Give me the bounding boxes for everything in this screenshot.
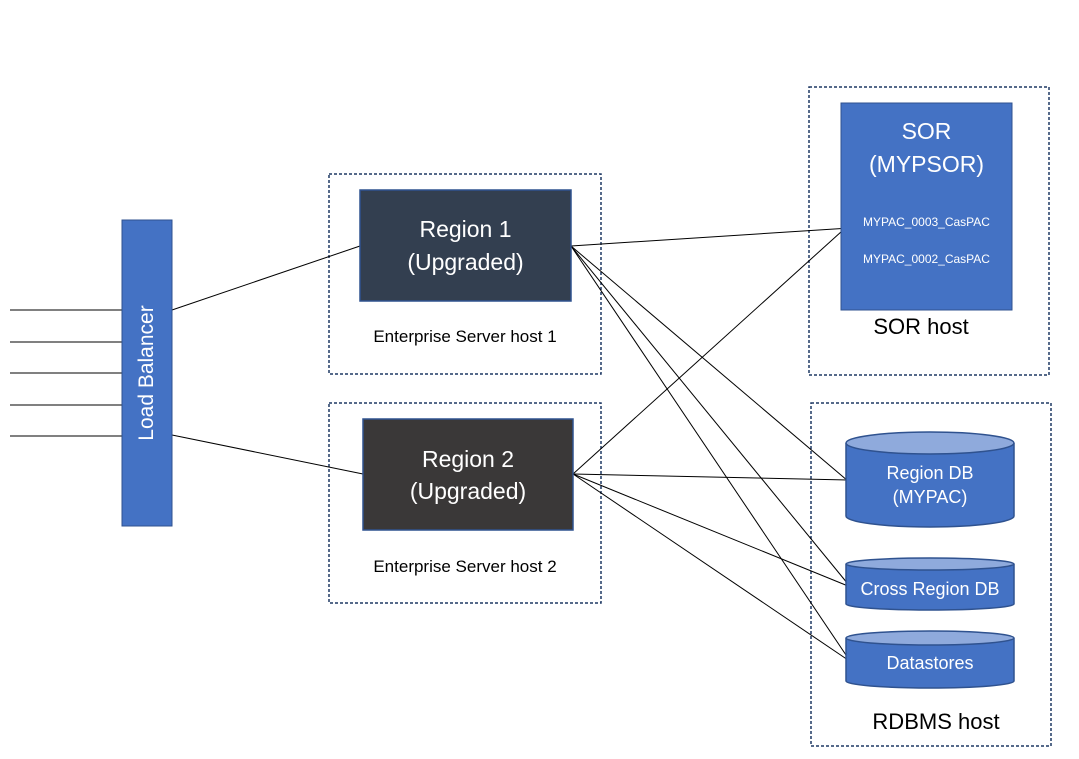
region-db-name: (MYPAC) [892, 487, 968, 507]
region-1-status: (Upgraded) [407, 249, 524, 275]
region-1-to-region-db-line [570, 245, 849, 482]
region-db-title: Region DB [886, 463, 974, 483]
sor-box [840, 102, 1013, 311]
load-balancer-label: Load Balancer [135, 305, 158, 441]
sor-entry: MYPAC_0003_CasPAC [863, 215, 990, 229]
cross-region-db-cylinder [845, 557, 1015, 611]
region-2-to-datastores-line [572, 473, 849, 661]
sor-title: SOR [901, 118, 952, 144]
incoming-connections [10, 309, 122, 437]
region-1-title: Region 1 [419, 216, 512, 242]
datastores-label: Datastores [886, 653, 974, 673]
enterprise-server-host-2-label: Enterprise Server host 2 [373, 557, 557, 576]
datastores-cylinder [845, 630, 1015, 689]
connections [171, 221, 853, 661]
lb-to-region-1-line [171, 245, 361, 311]
enterprise-server-host-2-container [328, 402, 602, 604]
region-db-cylinder [845, 431, 1015, 528]
region-2-to-cross-region-db-line [572, 473, 849, 587]
region-2-to-region-db-line [572, 473, 849, 481]
cross-region-db-label: Cross Region DB [860, 579, 1000, 599]
region-2-to-sor-line [572, 221, 853, 475]
sor-entry: MYPAC_0002_CasPAC [863, 252, 990, 266]
lb-to-region-2-line [171, 434, 364, 475]
enterprise-server-host-1-container [328, 173, 602, 375]
sor-host-label: SOR host [873, 314, 969, 339]
region-1-to-cross-region-db-line [570, 245, 849, 585]
region-2-status: (Upgraded) [409, 478, 527, 504]
region-1-to-datastores-line [570, 245, 849, 659]
rdbms-host-label: RDBMS host [872, 709, 1000, 734]
region-2-box [362, 418, 574, 531]
enterprise-server-host-1-label: Enterprise Server host 1 [373, 327, 557, 346]
region-1-to-sor-line [570, 227, 851, 247]
load-balancer [121, 219, 173, 527]
region-2-title: Region 2 [421, 446, 515, 472]
sor-name: (MYPSOR) [869, 151, 984, 177]
rdbms-host-container [810, 402, 1052, 747]
region-1-box [359, 189, 572, 302]
